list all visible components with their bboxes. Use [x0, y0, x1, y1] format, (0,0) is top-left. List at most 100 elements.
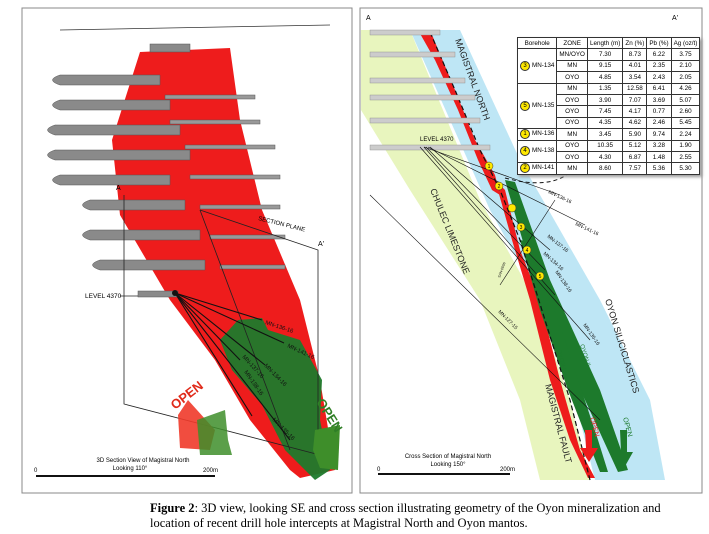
table-cell: OYO [556, 139, 588, 152]
table-cell: MN [556, 128, 588, 141]
table-cell: 9.74 [646, 128, 672, 141]
underground-drifts [47, 43, 286, 298]
a-label-right: A [366, 15, 371, 22]
caption-text: : 3D view, looking SE and cross section … [150, 501, 661, 530]
marker-badge: 5 [520, 100, 530, 111]
table-cell: 1.48 [646, 150, 672, 164]
drill-traces-left [174, 292, 291, 441]
table-cell: MN [556, 59, 588, 73]
table-cell: 2.05 [670, 71, 701, 84]
table-cell: 3.45 [586, 128, 624, 141]
open-label-red-right: OPEN [588, 417, 600, 438]
marker-badge: 2 [520, 163, 530, 174]
table-cell: 2.43 [646, 71, 672, 84]
left-3d-view: LEVEL 4370 A A' SECTION PLANE MN-136-16 … [34, 24, 346, 480]
scale-end: 200m [203, 468, 218, 474]
oyon-body-green [220, 318, 330, 480]
caption-label: Figure 2 [150, 501, 195, 515]
table-cell: OYO [556, 116, 588, 130]
table-cell: 2.55 [670, 150, 701, 164]
table-cell: 12.58 [622, 82, 648, 95]
right-panel-frame [359, 7, 703, 494]
marker-badge: 4 [520, 146, 530, 157]
table-cell: OYO [556, 105, 588, 118]
scale-start: 0 [34, 468, 38, 474]
table-cell: 7.30 [586, 48, 624, 61]
table-cell: 0.77 [646, 105, 672, 118]
open-label-green-right: OPEN [621, 417, 633, 438]
svg-text:5: 5 [539, 274, 542, 280]
table-cell: 4.30 [586, 150, 624, 164]
drill-traces-right [369, 146, 601, 421]
table-cell: 7.45 [586, 105, 624, 118]
a-prime-label-right: A' [672, 15, 678, 22]
table-cell: 2.10 [670, 59, 701, 73]
table-cell: 3.69 [646, 93, 672, 107]
levels-right [369, 29, 491, 151]
marker-badge: 3 [520, 60, 530, 71]
right-subtitle: Looking 150° [430, 462, 466, 468]
a-label: A [116, 185, 121, 192]
table-cell: 2.35 [646, 59, 672, 73]
open-arrow-green [197, 410, 340, 470]
oyon-i-band [520, 240, 608, 472]
figure-caption: Figure 2: 3D view, looking SE and cross … [150, 501, 690, 531]
left-title: 3D Section View of Magistral North [97, 458, 190, 464]
table-cell: 6.87 [622, 150, 648, 164]
table-cell: MN [556, 82, 588, 95]
table-cell: 1.35 [586, 82, 624, 95]
level-label: LEVEL 4370 [85, 293, 122, 300]
table-cell: 2.46 [646, 116, 672, 130]
svg-text:4: 4 [526, 248, 529, 254]
svg-text:200m: 200m [500, 467, 515, 473]
a-prime-label: A' [318, 241, 324, 248]
table-cell: 10.35 [586, 139, 624, 152]
table-cell: 6.22 [646, 48, 672, 61]
table-cell: OYO [556, 71, 588, 84]
table-cell: 5.12 [622, 139, 648, 152]
open-arrow-red-right [580, 430, 598, 462]
table-cell: OYO [556, 150, 588, 164]
table-cell: 2.60 [670, 105, 701, 118]
ore-band [418, 30, 500, 195]
svg-text:SAN-0006: SAN-0006 [497, 262, 506, 279]
left-panel-frame [21, 7, 353, 494]
table-cell: 1.90 [670, 139, 701, 152]
table-cell: 5.36 [646, 162, 672, 175]
table-cell: 3.28 [646, 139, 672, 152]
open-arrow-green-right [615, 430, 633, 468]
section-plane [123, 195, 321, 456]
table-cell: 4.62 [622, 116, 648, 130]
table-cell: 5.07 [670, 93, 701, 107]
table-cell: 4.17 [622, 105, 648, 118]
table-cell: 4.01 [622, 59, 648, 73]
marker-badge: 1 [520, 129, 530, 140]
right-title: Cross Section of Magistral North [405, 454, 491, 460]
table-cell: 7.07 [622, 93, 648, 107]
oyon-ii-band [505, 180, 628, 472]
table-cell: MN/OYO [556, 48, 588, 61]
table-cell: 2.24 [670, 128, 701, 141]
figure: LEVEL 4370 A A' SECTION PLANE MN-136-16 … [21, 7, 703, 494]
table-cell: 5.90 [622, 128, 648, 141]
svg-text:MN-136-16: MN-136-16 [547, 189, 572, 205]
table-cell: 6.41 [646, 82, 672, 95]
table-cell: 3.90 [586, 93, 624, 107]
table-cell: 4.35 [586, 116, 624, 130]
chulec-limestone-area [361, 30, 590, 480]
table-cell: 3.54 [622, 71, 648, 84]
svg-text:2: 2 [498, 184, 501, 190]
table-cell: MN [556, 162, 588, 175]
